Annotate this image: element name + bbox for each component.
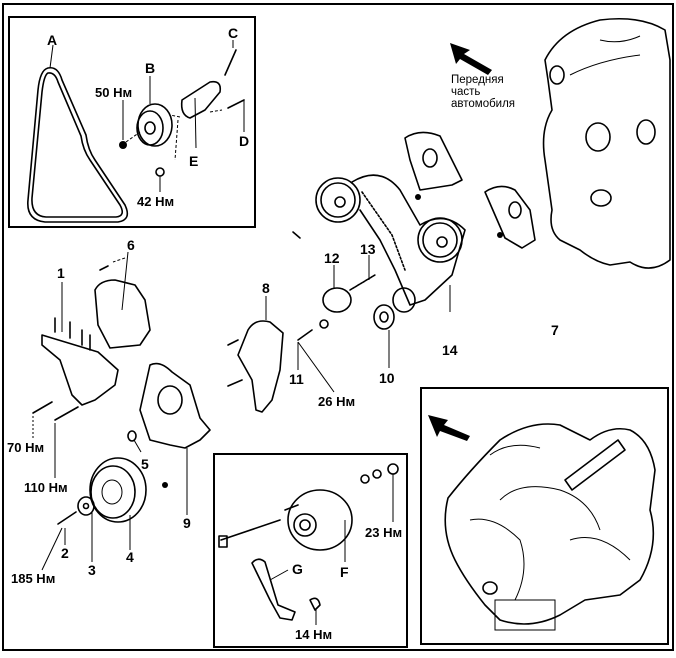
engine-assembly-drawing (444, 423, 656, 625)
upper-cover-6-drawing (94, 279, 151, 349)
leader-a (49, 44, 54, 69)
camshaft-gear-right-drawing (417, 217, 463, 263)
torque-50nm: 50 Нм (95, 85, 133, 100)
label-a: A (47, 32, 58, 48)
bolt-d-drawing (227, 99, 245, 109)
callout-6: 6 (127, 237, 135, 253)
spring-13-drawing (349, 274, 376, 291)
crankshaft-gear-drawing (392, 287, 416, 313)
direction-note: Передняя часть автомобиля (451, 74, 515, 110)
engine-block-drawing (542, 17, 671, 269)
callout-13: 13 (360, 241, 376, 257)
outer-frame (2, 3, 674, 651)
torque-26nm: 26 Нм (318, 394, 356, 409)
nut-23nm-drawing (387, 463, 399, 475)
v-belt-inner-drawing (31, 72, 124, 218)
callout-1: 1 (57, 265, 65, 281)
callout-5: 5 (141, 456, 149, 472)
label-d: D (239, 133, 250, 149)
callout-11: 11 (289, 371, 304, 387)
middle-cover-8-drawing (237, 320, 284, 413)
front-direction-arrow (450, 43, 492, 75)
bolt-14nm-drawing (309, 597, 321, 611)
leader-6 (121, 251, 129, 311)
engine-mount-bracket-1-drawing (41, 334, 119, 406)
bracket-g-drawing (251, 558, 296, 621)
plug-5-drawing (127, 430, 137, 442)
callout-14: 14 (442, 342, 458, 358)
washer-3-drawing (77, 496, 95, 516)
alternator-long-bolt-drawing (220, 519, 281, 541)
camshaft-gear-left-drawing (315, 177, 361, 223)
label-c: C (228, 25, 239, 41)
torque-14nm: 14 Нм (295, 627, 333, 642)
callout-4: 4 (126, 549, 134, 565)
label-g: G (292, 561, 303, 577)
alternator-f-drawing (287, 489, 353, 551)
leader-185nm (41, 527, 63, 571)
bolt-c-drawing (224, 49, 237, 76)
v-belt-drawing (27, 66, 129, 223)
inset-belt-tensioner-frame (8, 16, 256, 228)
torque-23nm: 23 Нм (365, 525, 403, 540)
torque-110nm: 110 Нм (24, 480, 68, 495)
direction-note-line-1: Передняя (451, 74, 504, 86)
timing-belt-drawing (351, 174, 466, 306)
label-b: B (145, 60, 156, 76)
callout-8: 8 (262, 280, 270, 296)
leader-e (194, 97, 197, 149)
crankshaft-pulley-4-drawing (89, 457, 147, 523)
washer-10-drawing (373, 304, 395, 330)
callout-7: 7 (551, 322, 559, 338)
callout-9: 9 (183, 515, 191, 531)
direction-note-line-2: часть (451, 86, 481, 98)
bolt-70nm-drawing (32, 401, 53, 414)
inset-alternator-frame (213, 453, 408, 648)
tensioner-pulley-drawing (137, 103, 173, 147)
direction-note-line-3: автомобиля (451, 98, 516, 110)
bolt-110nm-drawing (54, 406, 79, 421)
label-f: F (340, 564, 349, 580)
torque-185nm: 185 Нм (11, 571, 56, 586)
rear-cover-drawing (484, 185, 536, 249)
leader-5 (133, 439, 142, 453)
lower-cover-9-drawing (139, 362, 211, 449)
callout-10: 10 (379, 370, 395, 386)
leader-g (269, 569, 289, 581)
bolt-11-drawing (297, 329, 313, 341)
bolt-42nm-drawing (155, 167, 165, 177)
torque-70nm: 70 Нм (7, 440, 45, 455)
leader-26nm (297, 341, 335, 393)
inset-front-direction-arrow (428, 415, 470, 441)
tensioner-bracket-drawing (180, 80, 222, 119)
upper-timing-cover-drawing (404, 131, 463, 191)
tensioner-12-drawing (322, 287, 352, 313)
callout-12: 12 (324, 250, 340, 266)
inset-engine-frame (420, 387, 669, 645)
callout-3: 3 (88, 562, 96, 578)
callout-2: 2 (61, 545, 69, 561)
torque-42nm: 42 Нм (137, 194, 175, 209)
label-e: E (189, 153, 199, 169)
crank-bolt-2-drawing (57, 511, 77, 525)
nut-50nm-drawing (119, 141, 127, 149)
